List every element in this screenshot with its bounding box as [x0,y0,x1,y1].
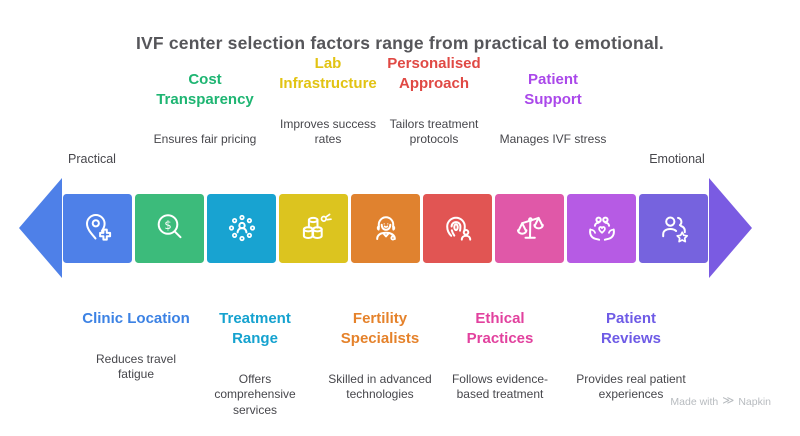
factor-square-patient-reviews [639,194,708,263]
factor-description: Manages IVF stress [500,132,607,148]
factor-square-cost-transparency: $ [135,194,204,263]
label-personalised-approach: Personalised Approach Tailors treatment … [387,36,480,166]
person-network-icon [222,208,262,248]
factor-description: Tailors treatment protocols [387,117,480,148]
doctor-icon [366,208,406,248]
factor-title: Cost Transparency [154,70,257,110]
factor-square-patient-support [567,194,636,263]
factor-square-personalised-approach [423,194,492,263]
caring-hands-icon [582,208,622,248]
axis-label-practical: Practical [68,152,116,166]
label-lab-infrastructure: Lab Infrastructure Improves success rate… [279,36,377,166]
factor-description: Follows evidence- based treatment [452,372,548,403]
factor-title: Fertility Specialists [328,309,431,349]
factor-title: Patient Support [500,70,607,110]
label-ethical-practices: Ethical Practices Follows evidence- base… [452,291,548,421]
factor-title: Treatment Range [214,309,295,349]
left-arrowhead-icon [19,178,62,278]
factor-title: Personalised Approach [387,54,480,94]
factor-description: Provides real patient experiences [576,372,685,403]
people-star-icon [654,208,694,248]
svg-text:$: $ [164,218,171,232]
lab-samples-icon [294,208,334,248]
label-patient-reviews: Patient Reviews Provides real patient ex… [576,291,685,421]
factor-title: Lab Infrastructure [279,54,377,94]
made-with-text: Made with [670,396,718,408]
factor-title: Ethical Practices [452,309,548,349]
axis-label-emotional: Emotional [649,152,705,166]
label-patient-support: Patient Support Manages IVF stress [500,52,607,166]
fingerprint-person-icon [438,208,478,248]
factor-description: Skilled in advanced technologies [328,372,431,403]
factor-squares: $ [63,194,708,263]
factor-square-treatment-range [207,194,276,263]
factor-title: Patient Reviews [576,309,685,349]
location-plus-icon [78,208,118,248]
brand-text: Napkin [738,396,771,408]
factor-square-clinic-location [63,194,132,263]
label-cost-transparency: Cost Transparency Ensures fair pricing [154,52,257,166]
label-clinic-location: Clinic Location Reduces travel fatigue [82,291,190,401]
napkin-watermark[interactable]: Made with ≫ Napkin [670,396,771,408]
factor-description: Offers comprehensive services [214,372,295,419]
factor-description: Ensures fair pricing [154,132,257,148]
factor-square-ethical-practices [495,194,564,263]
label-fertility-specialists: Fertility Specialists Skilled in advance… [328,291,431,421]
right-arrowhead-icon [709,178,752,278]
label-treatment-range: Treatment Range Offers comprehensive ser… [214,291,295,436]
factor-description: Reduces travel fatigue [82,352,190,383]
factor-description: Improves success rates [279,117,377,148]
factor-title: Clinic Location [82,309,190,329]
napkin-logo-icon: ≫ [722,396,734,408]
spectrum-arrow: $ [19,178,752,278]
factor-square-lab-infrastructure [279,194,348,263]
balance-scale-icon [510,208,550,248]
dollar-search-icon: $ [150,208,190,248]
factor-square-fertility-specialists [351,194,420,263]
